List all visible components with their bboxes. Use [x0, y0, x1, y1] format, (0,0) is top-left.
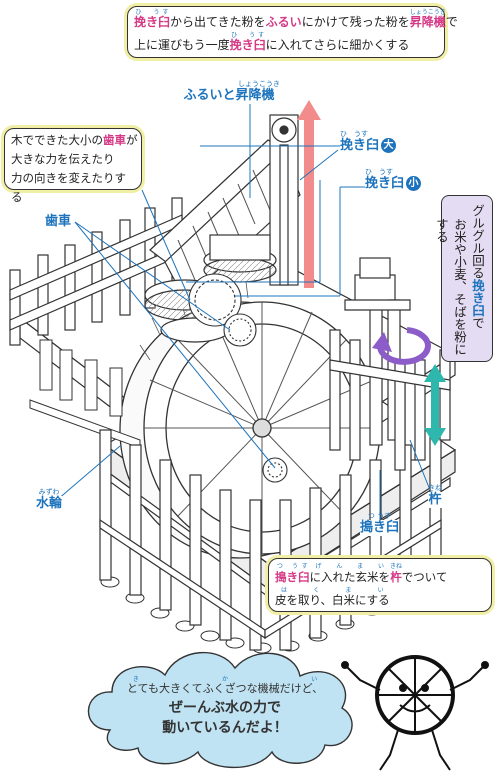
size-badge: 大: [381, 138, 397, 153]
caption-text: 上に運びもう一度: [134, 38, 230, 52]
side-description-box: グルグル回る挽き臼で お米や小麦、そばを粉にする: [434, 195, 493, 362]
gear-text-line3: 力の向きを変えたりする: [11, 171, 126, 204]
label-text: 杵: [428, 492, 442, 508]
gear-text: 木でできた大小の: [11, 133, 103, 147]
top-caption-line2: 上に運びもう一度挽き臼ひ うすに入れてさらに細かくする: [134, 32, 410, 52]
term-hikiusu: 挽き臼: [134, 15, 171, 29]
top-caption-box: 挽き臼ひ うすから出てきた粉をふるいにかけて残った粉を昇降機しょうこうきで 上に…: [127, 6, 458, 58]
label-text: 水輪: [36, 496, 63, 512]
rotation-arrow: [377, 327, 431, 365]
cloud-message: とても大きくてふくざつな機械だけど、きかい ぜーんぶ水の力で 動いているんだよ！: [100, 676, 350, 738]
caption-text: に入れてさらに細かくする: [265, 38, 410, 52]
caption-text: から出てきた粉を: [170, 15, 266, 29]
sifter-elevator: [149, 114, 301, 301]
bottom-text: に入れた玄米を: [309, 570, 391, 584]
bottom-caption-box: 搗き臼つ うすに入れた玄米をげんまい杵きねでついて 皮を取り、白米にするはくまい: [268, 558, 492, 612]
term-kine: 杵: [390, 570, 402, 584]
label-gear: 歯車: [42, 210, 75, 229]
side-text-col2: お米や小麦、そばを粉にする: [434, 218, 467, 356]
cloud-line2: ぜーんぶ水の力で: [169, 700, 281, 716]
leader-lines: [56, 100, 431, 520]
mascot-wheel: [341, 655, 489, 771]
gear-description-box: 木でできた大小の歯車が 大きな力を伝えたり 力の向きを変えたりする: [4, 128, 142, 204]
side-text-col1: グルグル回る挽き臼で: [470, 204, 485, 329]
term-hikiusu: 挽き臼: [470, 279, 485, 317]
size-badge: 小: [406, 176, 422, 191]
updown-arrow: [424, 364, 446, 446]
label-millstone-small: ひ うす 挽き臼小: [365, 168, 422, 192]
rotation-arrowhead: [372, 332, 392, 352]
fence-right: [329, 329, 451, 471]
label-furui-elevator: しょうこうき ふるいと昇降機: [178, 80, 280, 104]
gear-text: が: [126, 133, 138, 147]
pestles-left: [29, 339, 141, 449]
label-millstone-large: ひ うす 挽き臼大: [340, 130, 397, 154]
cloud-line1: とても大きくてふくざつな機械だけど、きかい: [126, 676, 324, 695]
label-text: 挽き臼: [365, 176, 405, 191]
label-pestle: きね 杵: [428, 484, 442, 508]
caption-text: にかけて残った粉を: [301, 15, 410, 29]
label-text: 搗き臼: [360, 520, 400, 536]
term-hikiusu: 挽き臼: [229, 38, 266, 52]
term-furui: ふるい: [265, 15, 302, 29]
term-shoukouki: 昇降機: [409, 15, 446, 29]
bottom-text-line2: 皮を取り、白米にする: [275, 593, 390, 607]
cloud-line3: 動いているんだよ！: [162, 720, 288, 736]
up-arrow: [297, 100, 321, 288]
label-water-wheel: みずわ 水輪: [36, 488, 63, 512]
term-haguruma: 歯車: [103, 133, 126, 147]
gears: [188, 273, 288, 483]
label-text: ふるいと昇降機: [178, 88, 280, 104]
label-text: 挽き臼: [340, 138, 380, 153]
speech-cloud: [87, 652, 353, 769]
caption-text: で: [445, 15, 458, 29]
gear-text-line2: 大きな力を伝えたり: [11, 152, 115, 166]
label-pounding-mortar: つ うす 搗き臼: [360, 512, 400, 536]
bottom-text: でついて: [401, 570, 448, 584]
label-ruby: しょうこうき: [238, 80, 280, 88]
top-caption-line1: 挽き臼ひ うすから出てきた粉をふるいにかけて残った粉を昇降機しょうこうきで: [134, 9, 458, 29]
term-tsukiusu: 搗き臼: [275, 570, 310, 584]
